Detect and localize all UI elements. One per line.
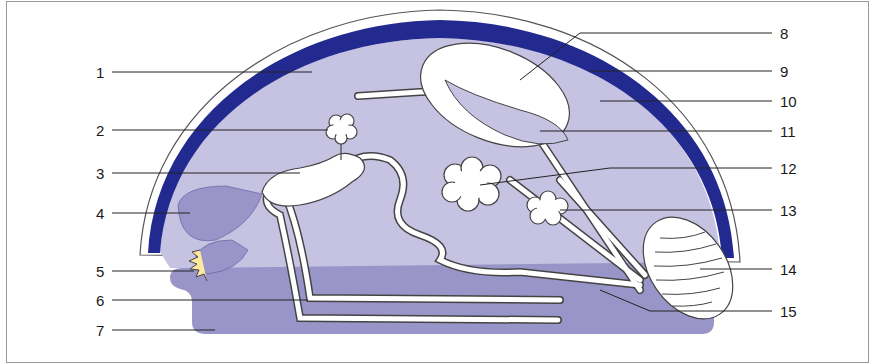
gland-2 <box>326 114 357 144</box>
head <box>178 186 262 241</box>
mantle-layer <box>148 20 734 258</box>
callout-number: 14 <box>780 262 797 277</box>
radula-spikes <box>189 250 207 281</box>
callout-number: 15 <box>780 304 797 319</box>
stomach <box>262 153 365 206</box>
callout-number: 6 <box>96 293 104 308</box>
callout-number: 4 <box>96 206 104 221</box>
callout-number: 10 <box>780 94 797 109</box>
callout-number: 1 <box>96 65 104 80</box>
callout-number: 12 <box>780 161 797 176</box>
callout-number: 9 <box>780 64 788 79</box>
gland-12 <box>442 157 501 211</box>
callout-number: 5 <box>96 264 104 279</box>
leader-lines <box>112 33 772 330</box>
organ-11 <box>445 80 568 144</box>
frame <box>7 2 869 363</box>
organ-8 <box>405 23 584 167</box>
gland-13 <box>527 191 568 225</box>
callout-number: 13 <box>780 203 797 218</box>
callout-number: 7 <box>96 323 104 338</box>
callout-number: 8 <box>780 26 788 41</box>
gill <box>625 200 751 335</box>
callout-number: 11 <box>780 124 796 139</box>
callout-number: 3 <box>96 166 104 181</box>
callout-number: 2 <box>96 123 104 138</box>
